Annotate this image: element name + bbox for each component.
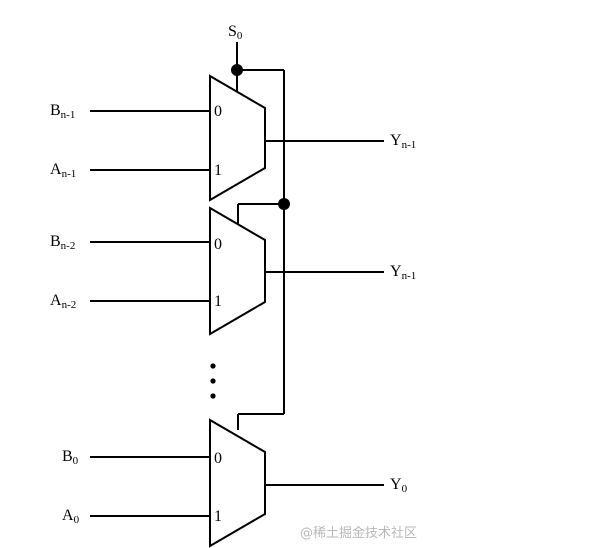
ellipsis-dot-2 [210, 378, 216, 384]
mux-1-port-1: 1 [214, 162, 222, 179]
mux-3-in0-label: B0 [62, 448, 79, 467]
junction-dot-mid [278, 198, 290, 210]
mux-1: 0 1 Bn-1 An-1 Yn-1 [50, 74, 416, 202]
mux-1-port-0: 0 [214, 103, 222, 120]
mux-3-out-label: Y0 [390, 476, 408, 495]
mux-2-port-0: 0 [214, 236, 222, 253]
mux-3-port-1: 1 [214, 508, 222, 525]
junction-dot-top [231, 64, 243, 76]
ellipsis-dot-1 [210, 363, 216, 369]
watermark: @稀土掘金技术社区 [300, 525, 417, 541]
mux-1-in0-label: Bn-1 [50, 102, 75, 121]
mux-3-in1-label: A0 [62, 507, 80, 526]
mux-2-in1-label: An-2 [50, 292, 76, 311]
mux-1-out-label: Yn-1 [390, 132, 416, 151]
ellipsis-dot-3 [210, 393, 216, 399]
ellipsis-dots [210, 363, 216, 399]
mux-2-out-label: Yn-1 [390, 263, 416, 282]
mux-2-in0-label: Bn-2 [50, 233, 75, 252]
mux-2-port-1: 1 [214, 293, 222, 310]
mux-2-body [209, 206, 266, 336]
mux-3-port-0: 0 [214, 450, 222, 467]
select-label: S0 [228, 23, 243, 42]
mux-3: 0 1 B0 A0 Y0 [62, 418, 408, 548]
mux-3-body [209, 418, 266, 548]
mux-2: 0 1 Bn-2 An-2 Yn-1 [50, 206, 416, 336]
mux-1-body [209, 74, 266, 202]
mux-1-in1-label: An-1 [50, 161, 76, 180]
